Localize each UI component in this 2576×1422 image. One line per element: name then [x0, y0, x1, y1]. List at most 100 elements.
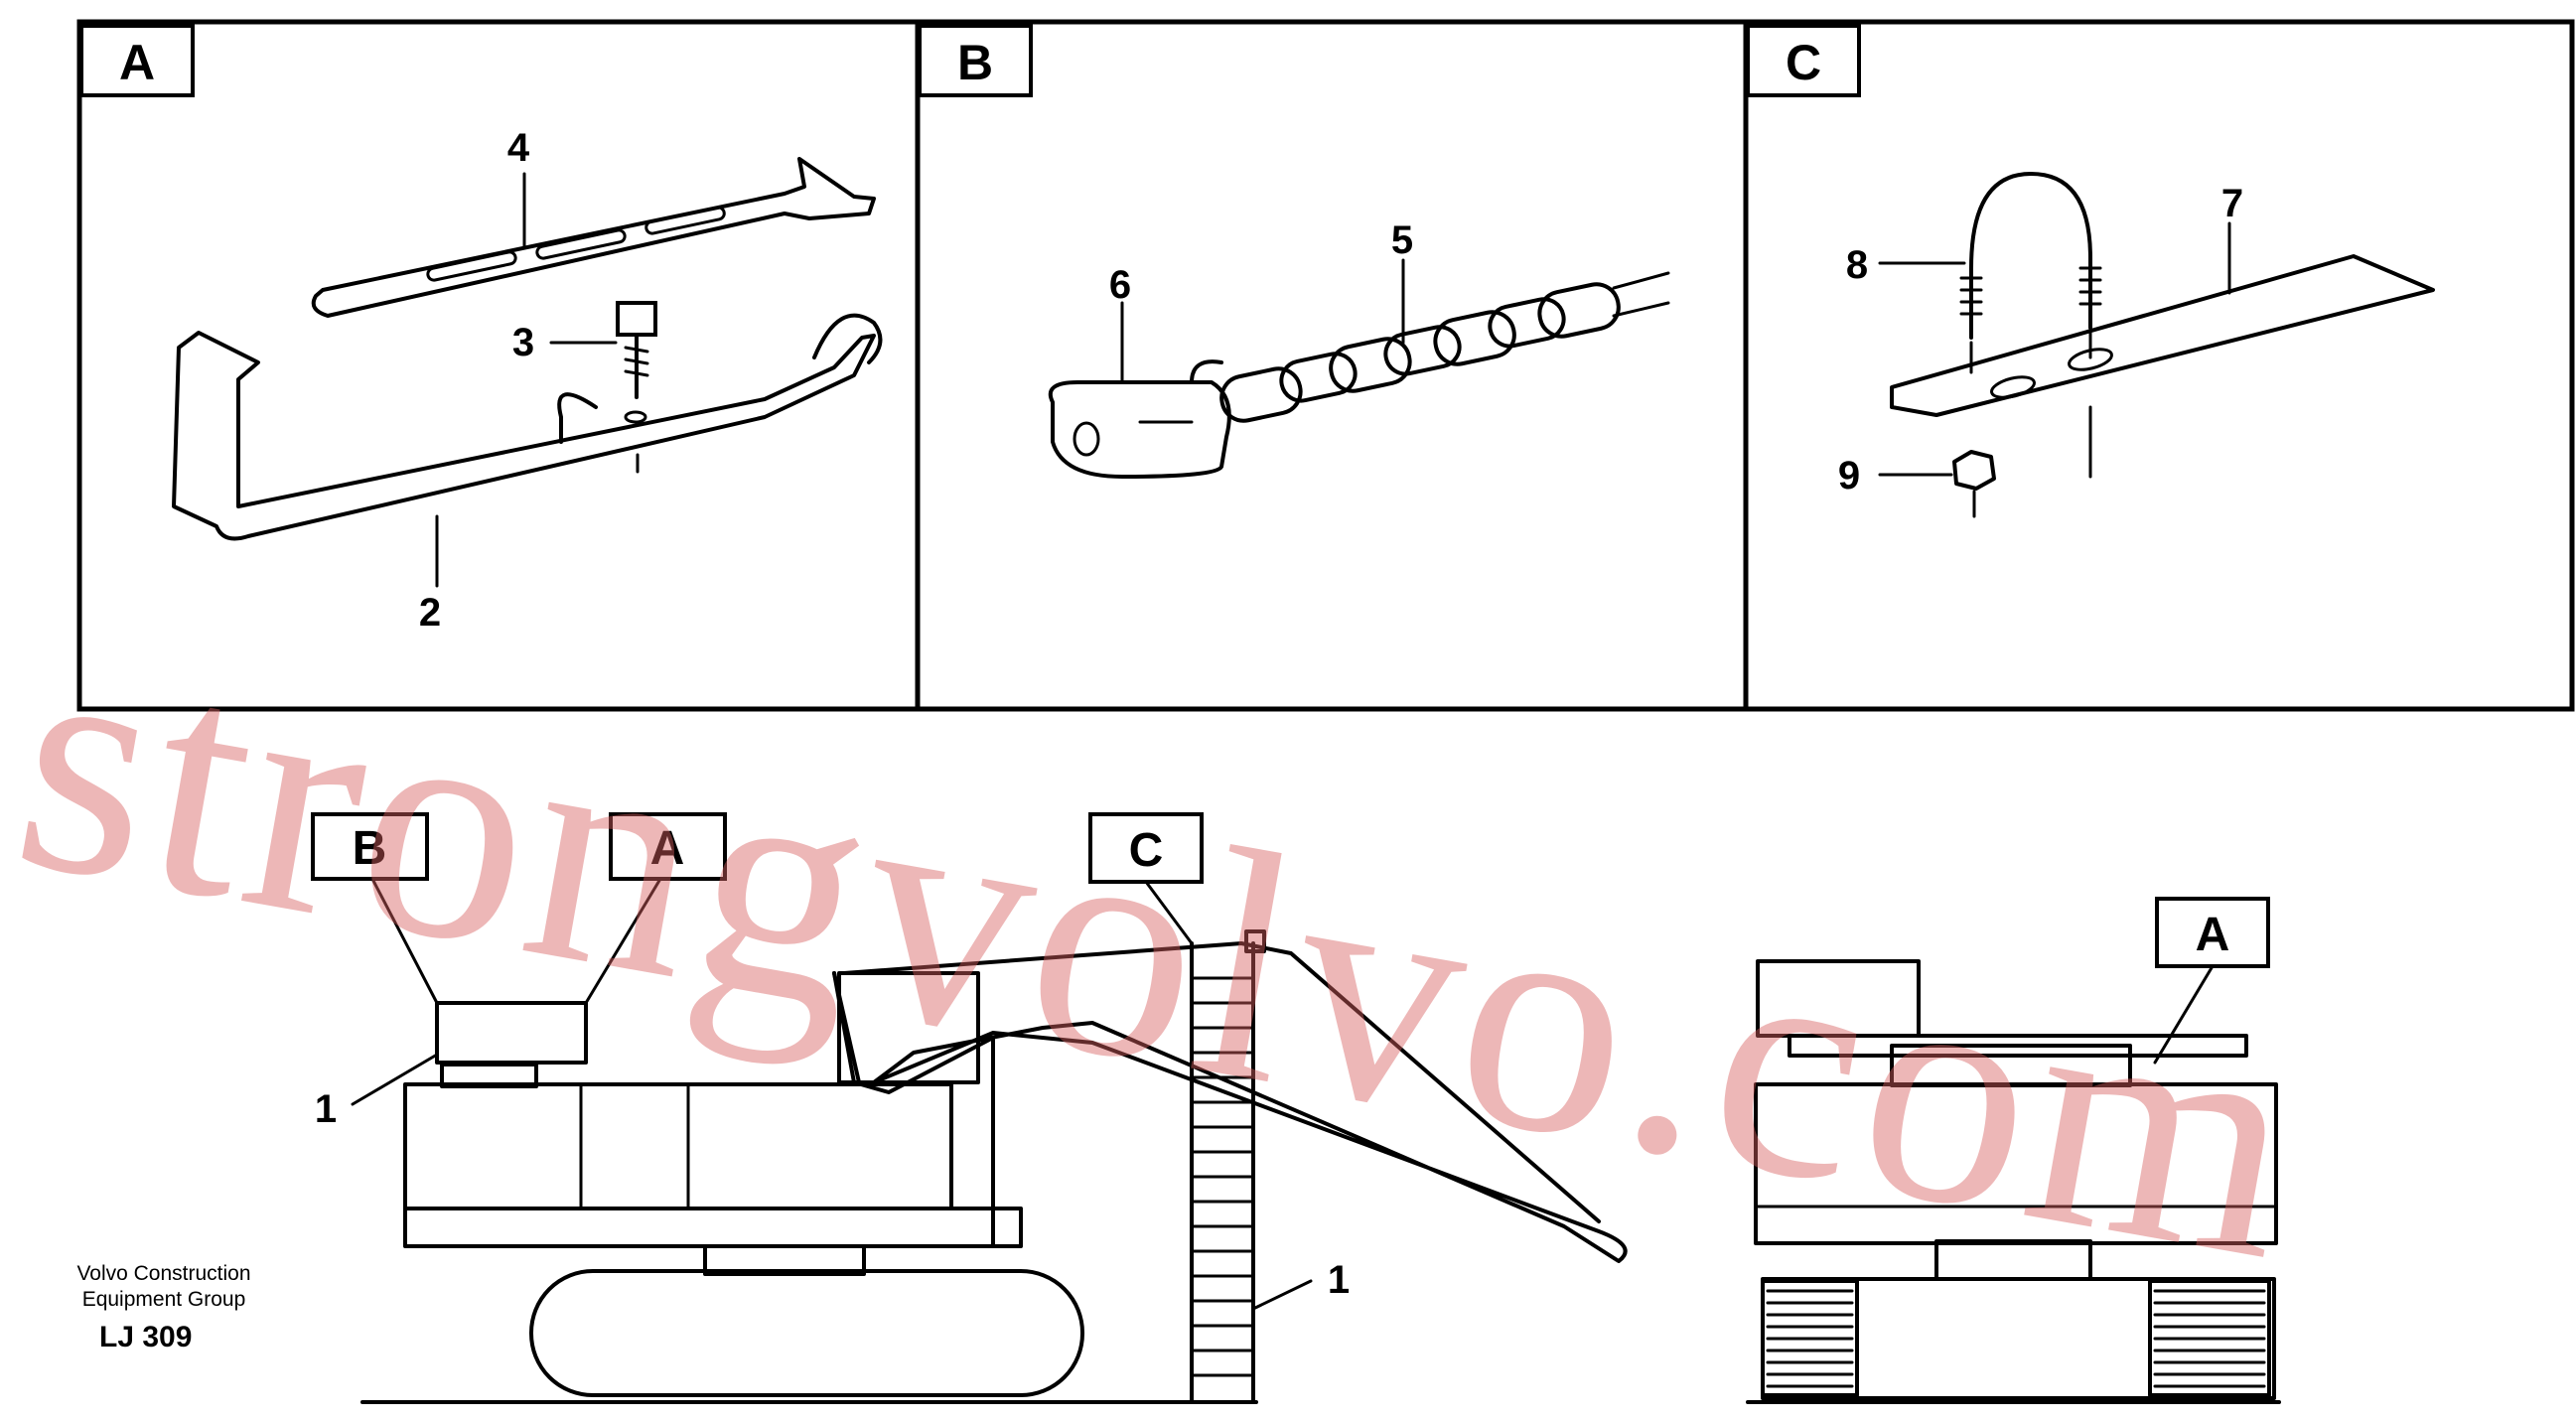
side-track	[529, 1269, 1084, 1397]
chain-link-5	[1433, 310, 1516, 366]
overview-locators: B A C A 1 1	[311, 812, 2270, 1311]
panel-b-label: B	[957, 35, 993, 90]
front-track-left	[1761, 1279, 1859, 1397]
nut-outline	[1952, 450, 1996, 491]
locator-c-leader	[1144, 880, 1194, 945]
strap-slot-1	[426, 250, 517, 282]
strap-part	[311, 157, 876, 318]
callout-4: 4	[507, 126, 530, 170]
chain-link-7	[1537, 282, 1621, 339]
u-bolt-part	[1959, 172, 2102, 479]
flat-bar-outline	[1890, 254, 2435, 417]
panel-a-drawing: 4 3 2	[172, 126, 883, 635]
flat-bar-part	[1890, 254, 2435, 417]
nut-part	[1952, 450, 1996, 518]
panel-b-label-box	[918, 24, 1033, 97]
panel-a-header: A	[79, 24, 195, 97]
callout-3: 3	[512, 321, 534, 364]
footer-org-line-2: Equipment Group	[81, 1288, 246, 1311]
flat-bar-hole-2	[2068, 348, 2113, 371]
side-house	[403, 1082, 953, 1210]
side-roof-base	[440, 1063, 538, 1088]
bolt-part	[616, 301, 657, 399]
callout-8: 8	[1846, 243, 1868, 287]
chain-link-4	[1383, 325, 1462, 376]
locator-a2-label: A	[2196, 909, 2230, 961]
callout-7: 7	[2221, 182, 2243, 225]
callout-1b-leader	[1251, 1279, 1313, 1311]
footer-organization: Volvo Construction Equipment Group	[60, 1261, 268, 1313]
panel-b-drawing: 6 5	[1048, 218, 1670, 479]
front-house	[1754, 1082, 2278, 1245]
panel-a-label-box	[79, 24, 195, 97]
overview-callout-1a: 1	[315, 1087, 337, 1131]
front-undercarriage	[1934, 1239, 2092, 1281]
side-house-base	[403, 1207, 1023, 1248]
padlock-part	[1048, 359, 1231, 479]
bracket-part	[172, 313, 883, 541]
locator-a2-leader	[2153, 964, 2215, 1065]
panel-c-header: C	[1746, 24, 1861, 97]
padlock-keyhole	[1073, 421, 1100, 457]
strap-slot-3	[644, 206, 726, 235]
locator-b-leader	[370, 877, 439, 1005]
chain-link-3	[1329, 337, 1412, 393]
panel-c-label: C	[1786, 35, 1821, 90]
locator-c-box	[1088, 812, 1204, 884]
detail-panels-frame	[76, 19, 2575, 712]
flat-bar-hole-1	[1990, 375, 2036, 399]
bracket-outline	[172, 331, 876, 541]
ladder	[1190, 929, 1266, 1404]
side-cab	[837, 971, 980, 1084]
drawing-code: LJ 309	[99, 1321, 193, 1353]
chain-link-2	[1279, 352, 1358, 403]
bracket-j-hook	[557, 392, 598, 444]
chain-link-6	[1488, 297, 1566, 349]
bolt-thread-3	[624, 369, 649, 377]
footer-org-line-1: Volvo Construction	[76, 1262, 251, 1285]
chain-link-1	[1219, 366, 1303, 423]
u-bolt-thread-left	[1959, 276, 1983, 316]
panel-b-header: B	[918, 24, 1033, 97]
chain-end	[1612, 271, 1670, 318]
front-track-left-treads	[1766, 1289, 1854, 1388]
u-bolt-body	[1969, 172, 2092, 340]
ladder-top-clamp	[1244, 929, 1266, 953]
side-boom	[832, 971, 1628, 1263]
callout-2: 2	[419, 591, 441, 635]
bracket-hook	[812, 313, 883, 364]
front-deck-bar	[1788, 1034, 2248, 1058]
callout-9: 9	[1838, 454, 1860, 498]
bracket-hole	[624, 410, 647, 424]
strap-outline	[311, 157, 876, 318]
excavator-side-view	[360, 929, 1628, 1404]
bolt-thread-2	[624, 357, 649, 365]
locator-b-box	[311, 812, 429, 881]
front-track-right-treads	[2153, 1289, 2266, 1388]
overview-callout-1b: 1	[1328, 1258, 1350, 1302]
front-cab	[1756, 959, 1921, 1038]
panel-a-label: A	[119, 35, 155, 90]
excavator-front-view	[1746, 959, 2281, 1404]
ladder-rungs	[1190, 976, 1255, 1377]
locator-a-box	[609, 812, 727, 881]
locator-a-leader	[584, 877, 662, 1005]
strap-slot-2	[535, 228, 627, 260]
padlock-shackle	[1190, 359, 1223, 384]
panel-c-label-box	[1746, 24, 1861, 97]
panels-border	[76, 19, 2575, 712]
u-bolt-thread-right	[2078, 266, 2102, 306]
locator-c-label: C	[1129, 824, 1164, 877]
panel-c-drawing: 7 8 9	[1838, 172, 2435, 518]
locator-a-label: A	[650, 822, 685, 875]
locator-b-label: B	[353, 822, 387, 875]
front-deck-block	[1890, 1044, 2132, 1087]
bolt-head	[616, 301, 657, 337]
callout-1a-leader	[351, 1053, 439, 1106]
callout-6: 6	[1109, 263, 1131, 307]
callout-5: 5	[1391, 218, 1413, 262]
chain-part	[1219, 271, 1670, 423]
bolt-thread-1	[624, 346, 649, 354]
